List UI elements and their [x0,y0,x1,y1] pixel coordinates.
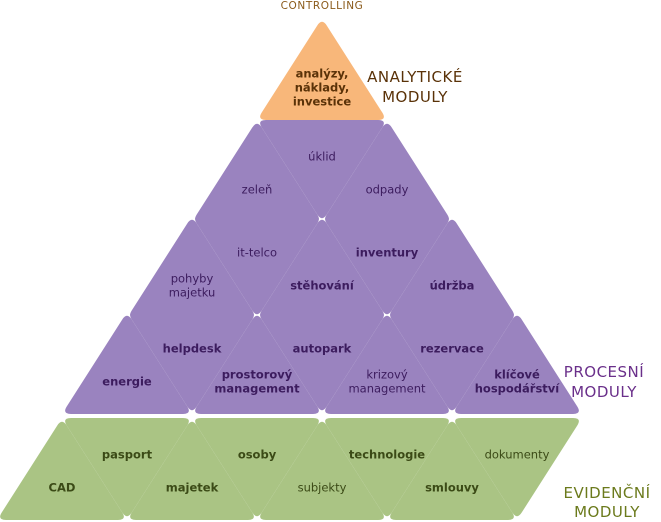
module-osoby-shape [195,418,319,517]
module-pasport-label-line-1: pasport [102,448,153,462]
module-energie: energie [65,315,189,414]
module-uklid-shape [260,120,384,219]
module-helpdesk-shape [130,312,254,411]
module-odpady-label-line-1: odpady [366,182,409,196]
module-zelen-shape [195,123,319,222]
module-analyzy-naklady-investice-label-line-1: analýzy, [296,66,349,80]
analytic-heading-line-1: ANALYTICKÉ [367,67,463,86]
module-technologie-label-line-1: technologie [349,448,425,462]
module-osoby-label-line-1: osoby [238,448,277,462]
process-heading-line-1: PROCESNÍ [564,362,644,381]
evidence-heading-line-2: MODULY [574,503,640,521]
module-krizovy-management-shape [325,315,449,414]
module-krizovy-management-label-line-2: management [348,381,426,395]
module-majetek: majetek [130,421,254,520]
module-zelen: zeleň [195,123,319,222]
evidence-heading-line-1: EVIDENČNÍ [563,483,650,502]
module-uklid-label-line-1: úklid [308,150,336,164]
module-technologie: technologie [325,418,449,517]
controlling-label: CONTROLLING [281,0,364,12]
module-klicove-hospodarstvi-label-line-2: hospodářství [475,381,561,395]
module-zelen-label-line-1: zeleň [242,182,273,196]
module-udrzba-label-line-1: údržba [430,278,475,292]
module-prostorovy-management-label-line-1: prostorový [222,367,293,381]
module-analyzy-naklady-investice-label-line-3: investice [293,94,352,108]
module-analyzy-naklady-investice-shape [260,21,384,120]
module-majetek-label-line-1: majetek [166,480,219,494]
module-stehovani-label-line-1: stěhování [290,278,355,292]
module-inventury-shape [325,216,449,315]
module-klicove-hospodarstvi-shape [455,315,579,414]
module-inventury: inventury [325,216,449,315]
module-dokumenty-label-line-1: dokumenty [485,448,550,462]
module-dokumenty-shape [455,418,579,517]
analytic-modules-layer: analýzy,náklady,investice [260,21,384,120]
module-smlouvy: smlouvy [390,421,514,520]
module-analyzy-naklady-investice: analýzy,náklady,investice [260,21,384,120]
analytic-heading-line-2: MODULY [382,88,448,106]
module-rezervace: rezervace [390,312,514,411]
module-subjekty: subjekty [260,421,384,520]
module-autopark: autopark [260,312,384,411]
process-heading-line-2: MODULY [571,383,637,401]
module-odpady: odpady [325,123,449,222]
module-udrzba-shape [390,219,514,318]
module-rezervace-label-line-1: rezervace [420,342,484,356]
module-helpdesk-label-line-1: helpdesk [163,342,222,356]
evidence-modules-layer: CAD pasport majetek osoby subjekty technologi… [0,418,579,520]
module-smlouvy-shape [390,421,514,520]
module-energie-label-line-1: energie [102,374,152,388]
module-it-telco-shape [195,216,319,315]
module-it-telco: it-telco [195,216,319,315]
module-prostorovy-management-label-line-2: management [214,381,300,395]
module-pohyby-majetku-shape [130,219,254,318]
module-analyzy-naklady-investice-label-line-2: náklady, [295,80,350,94]
module-autopark-shape [260,312,384,411]
module-cad: CAD [0,421,124,520]
module-stehovani: stěhování [260,219,384,318]
module-pohyby-majetku-label-line-2: majetku [169,285,216,299]
module-cad-shape [0,421,124,520]
module-odpady-shape [325,123,449,222]
module-prostorovy-management-shape [195,315,319,414]
module-dokumenty: dokumenty [455,418,579,517]
module-uklid: úklid [260,120,384,219]
module-pasport-shape [65,418,189,517]
module-krizovy-management-label-line-1: krizový [366,367,407,381]
module-rezervace-shape [390,312,514,411]
module-cad-label-line-1: CAD [49,480,76,494]
module-subjekty-shape [260,421,384,520]
module-technologie-shape [325,418,449,517]
module-helpdesk: helpdesk [130,312,254,411]
module-majetek-shape [130,421,254,520]
module-energie-shape [65,315,189,414]
module-it-telco-label-line-1: it-telco [237,246,277,260]
module-autopark-label-line-1: autopark [293,342,352,356]
module-pasport: pasport [65,418,189,517]
process-modules-layer: zeleňúklidodpadypohybymajetkuit-telcostě… [65,120,579,414]
module-klicove-hospodarstvi-label-line-1: klíčové [494,367,540,381]
module-subjekty-label-line-1: subjekty [298,480,347,494]
module-pohyby-majetku-label-line-1: pohyby [171,271,214,285]
module-inventury-label-line-1: inventury [356,246,419,260]
module-stehovani-shape [260,219,384,318]
module-udrzba: údržba [390,219,514,318]
module-osoby: osoby [195,418,319,517]
module-smlouvy-label-line-1: smlouvy [425,480,479,494]
